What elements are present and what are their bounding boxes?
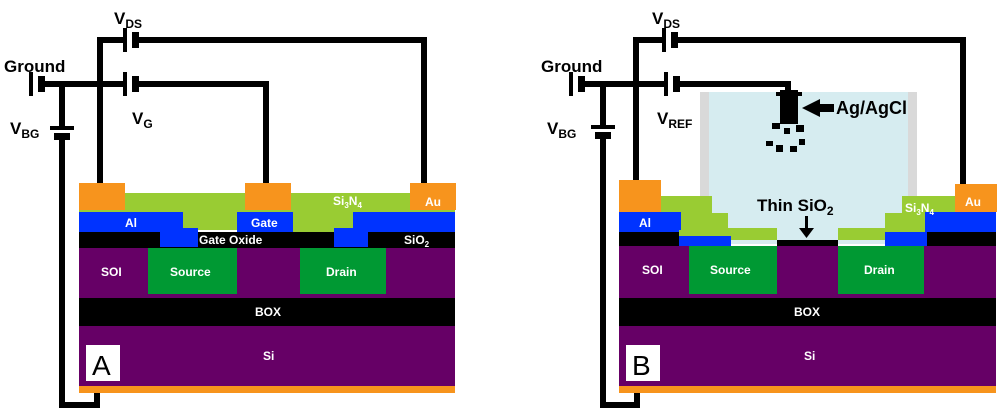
source-region xyxy=(148,248,237,294)
al-left-step-b xyxy=(679,236,731,246)
wires-a xyxy=(44,37,427,408)
source-label-a: Source xyxy=(170,265,211,279)
vds-source-a xyxy=(123,28,139,52)
ground-label-b: Ground xyxy=(541,57,602,76)
al-right-b xyxy=(925,212,996,232)
au-right-pad-b xyxy=(955,184,997,212)
drain-label-b: Drain xyxy=(864,263,895,277)
ground-terminal-b xyxy=(569,72,585,96)
vbg-wire-b-bottom xyxy=(600,138,640,408)
vds-wire-b xyxy=(633,37,662,180)
al-left-b xyxy=(619,212,681,232)
al-left-step xyxy=(160,228,198,247)
vg-label: VG xyxy=(132,109,153,131)
gate-label: Gate xyxy=(251,216,278,230)
al-label-b: Al xyxy=(639,216,651,230)
al-right-step-b xyxy=(885,232,927,246)
au-mid-pad xyxy=(245,183,291,210)
panel-b-label-box xyxy=(626,345,660,381)
backplate-gold xyxy=(79,386,455,393)
si3n4-layer xyxy=(79,193,455,232)
ground-terminal-a xyxy=(29,72,45,96)
vbg-source-a xyxy=(50,126,74,140)
al-left xyxy=(79,212,183,232)
al-right xyxy=(353,212,455,232)
drain-region-b xyxy=(838,246,924,294)
sio2-label-a: SiO2 xyxy=(404,233,430,249)
box-label-a: BOX xyxy=(255,305,281,319)
vbg-label-b: VBG xyxy=(547,119,576,141)
au-left-pad-b xyxy=(619,180,661,212)
box-label-b: BOX xyxy=(794,305,820,319)
al-gate xyxy=(237,212,293,232)
oxide-strip xyxy=(79,232,455,248)
box-layer-b xyxy=(619,298,996,326)
gate-oxide-label: Gate Oxide xyxy=(199,233,263,247)
soi-layer xyxy=(79,248,455,298)
agagcl-label: Ag/AgCl xyxy=(836,98,907,118)
panel-a: VDS Ground VBG VG Al Gate Gate Oxide Si3… xyxy=(4,9,456,408)
panel-b-label: B xyxy=(632,350,651,381)
si-substrate xyxy=(79,325,455,387)
vbg-source-b xyxy=(591,125,615,139)
au-label-a: Au xyxy=(425,195,441,209)
soi-label-a: SOI xyxy=(101,265,122,279)
si-substrate-b xyxy=(619,325,996,387)
agagcl-arrow xyxy=(802,99,834,117)
source-label-b: Source xyxy=(710,263,751,277)
ground-label-a: Ground xyxy=(4,57,65,76)
si-label-b: Si xyxy=(804,349,815,363)
box-layer xyxy=(79,298,455,326)
au-label-b: Au xyxy=(965,195,981,209)
au-right-pad xyxy=(410,183,456,210)
vg-source xyxy=(123,72,139,96)
vds-label-a: VDS xyxy=(114,9,142,31)
soi-layer-b xyxy=(619,246,996,298)
al-right-step xyxy=(334,228,368,247)
thin-sio2-strip xyxy=(777,240,838,246)
oxide-right-b xyxy=(924,232,996,246)
vref-label: VREF xyxy=(657,109,692,131)
panel-a-label: A xyxy=(92,350,111,381)
si-label-a: Si xyxy=(263,349,274,363)
reservoir-wall-left xyxy=(700,92,709,197)
vg-wire xyxy=(138,81,269,183)
drain-label-a: Drain xyxy=(326,265,357,279)
si3n4-label-b: Si3N4 xyxy=(905,201,934,217)
thin-sio2-arrow xyxy=(799,216,814,238)
vbg-label-a: VBG xyxy=(10,119,39,141)
al-label-a: Al xyxy=(125,216,137,230)
vds-source-b xyxy=(662,28,678,52)
backplate-gold-b xyxy=(619,386,996,393)
reservoir-wall-right xyxy=(908,92,917,197)
panel-b: VDS Ground VBG VREF Ag/AgCl Thin SiO2 Al… xyxy=(541,9,997,408)
vds-wire xyxy=(97,37,124,183)
vds-wire-right xyxy=(138,37,427,183)
si3n4-label-a: Si3N4 xyxy=(333,194,362,210)
panel-a-label-box xyxy=(86,345,120,381)
si3n4-layer-b-right xyxy=(838,196,957,240)
thin-sio2-label: Thin SiO2 xyxy=(757,196,834,218)
vref-source xyxy=(664,72,680,96)
soi-label-b: SOI xyxy=(642,263,663,277)
oxide-left-b xyxy=(619,230,679,246)
vds-label-b: VDS xyxy=(652,9,680,31)
source-region-b xyxy=(689,246,777,294)
agagcl-electrode xyxy=(766,90,834,152)
vbg-wire-bottom xyxy=(59,139,100,408)
vds-wire-b-right xyxy=(676,37,966,184)
au-left-pad xyxy=(79,183,125,210)
drain-region xyxy=(300,248,386,294)
